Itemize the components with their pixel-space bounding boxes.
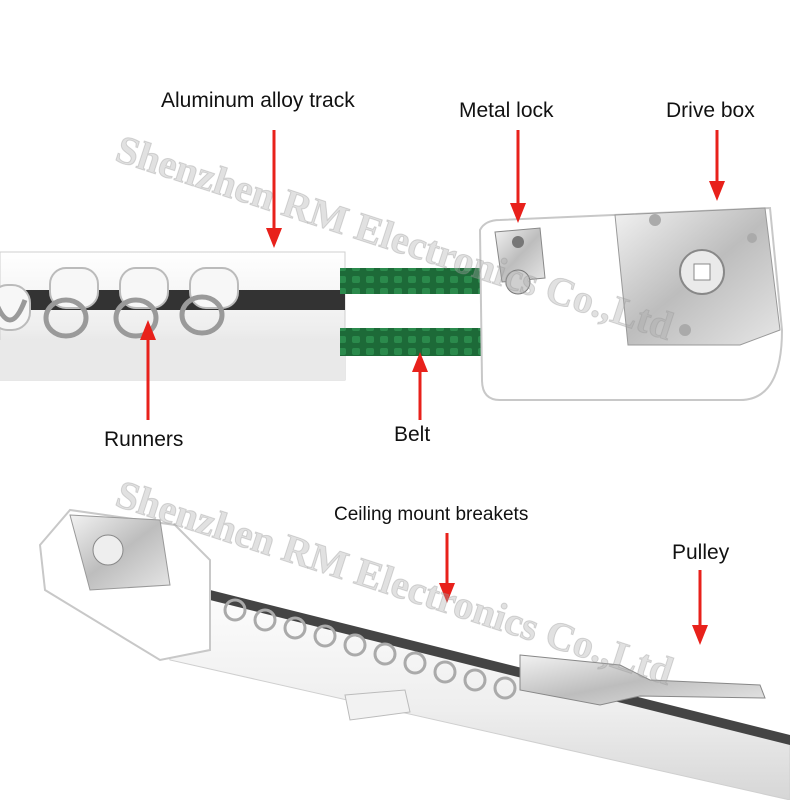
- runner-ring: [283, 616, 307, 640]
- arrow-up-icon: [140, 320, 156, 420]
- runner-ring: [493, 676, 517, 700]
- metal-lock: [494, 227, 546, 283]
- runner-ring: [403, 651, 427, 675]
- arrow-down-icon: [439, 533, 455, 603]
- arrows: [140, 130, 725, 645]
- runner-ring: [463, 668, 487, 692]
- runner-ring: [373, 642, 397, 666]
- runner: [0, 284, 31, 331]
- bottom-runners: [223, 598, 517, 700]
- runner-ring: [179, 294, 225, 336]
- runner-ring: [313, 624, 337, 648]
- arrow-down-icon: [266, 130, 282, 248]
- belt-upper: [340, 268, 490, 294]
- ceiling-bracket-clip: [344, 689, 411, 721]
- runner-ring: [253, 608, 277, 632]
- runner-ring: [43, 297, 89, 339]
- runner-ring: [0, 299, 28, 323]
- top-track-assembly: [0, 206, 784, 401]
- screw: [649, 214, 661, 226]
- pulley-bracket: [519, 654, 766, 706]
- label-metal-lock: Metal lock: [459, 99, 554, 122]
- screw: [679, 324, 691, 336]
- arrow-down-icon: [692, 570, 708, 645]
- belt-lower: [340, 328, 490, 356]
- bottom-track-slot: [210, 590, 790, 745]
- label-drive-box: Drive box: [666, 99, 755, 122]
- lock-hole: [512, 236, 524, 248]
- runner-ring: [223, 598, 247, 622]
- label-aluminum-track: Aluminum alloy track: [161, 89, 355, 112]
- track-lower-face: [0, 340, 345, 380]
- runner-ring: [433, 660, 457, 684]
- arrow-down-icon: [510, 130, 526, 223]
- arrow-up-icon: [412, 352, 428, 420]
- label-runners: Runners: [104, 428, 184, 451]
- drive-shaft-socket: [693, 263, 711, 281]
- runner-ring: [343, 633, 367, 657]
- label-ceiling-mount: Ceiling mount breakets: [334, 504, 529, 525]
- mount-shaft: [92, 534, 124, 566]
- label-belt: Belt: [394, 423, 431, 446]
- label-pulley: Pulley: [672, 541, 730, 564]
- runner-ring: [113, 297, 159, 339]
- screw: [747, 233, 757, 243]
- bottom-track-assembly: [38, 508, 790, 801]
- arrow-down-icon: [709, 130, 725, 201]
- runners-group: [0, 267, 239, 339]
- lock-screw: [505, 269, 531, 295]
